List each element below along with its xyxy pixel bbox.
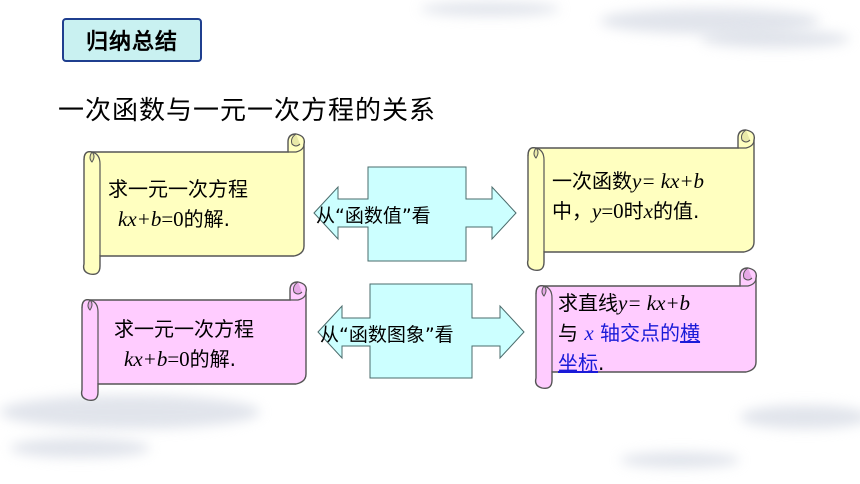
row2-right-line2: 与 x 轴交点的横: [558, 318, 700, 348]
summary-badge: 归纳总结: [62, 18, 202, 62]
text-part: 的值.: [653, 199, 700, 223]
function-expr: y= kx+b: [632, 169, 705, 193]
row1-right-line2: 中，y=0时x的值.: [552, 196, 704, 226]
scroll-shape: [526, 129, 756, 272]
background-cloud: [700, 30, 850, 48]
highlight-word: 坐标: [558, 351, 598, 375]
row2-left-text: 求一元一次方程 kx+b=0的解.: [114, 314, 254, 374]
row1-connector: 从“函数值”看: [312, 165, 518, 263]
equation-tail: 的解.: [189, 347, 237, 371]
row1-left-line1: 求一元一次方程: [108, 177, 248, 201]
text-part: .: [598, 351, 605, 375]
text-part: 一次函数: [552, 169, 632, 193]
page-heading: 一次函数与一元一次方程的关系: [58, 96, 437, 126]
row2-right-line1: 求直线y= kx+b: [558, 288, 700, 318]
row2-left-scroll: 求一元一次方程 kx+b=0的解.: [76, 280, 312, 404]
row1-right-scroll: 一次函数y= kx+b 中，y=0时x的值.: [522, 126, 760, 274]
num-zero: =0: [601, 199, 624, 223]
row1-left-scroll: 求一元一次方程 kx+b=0的解.: [78, 130, 310, 278]
equation-tail: 的解.: [183, 207, 231, 231]
equation-num: =0: [161, 207, 184, 231]
row2-connector-label: 从“函数图象”看: [320, 324, 454, 346]
equation-expr: kx+b: [118, 207, 162, 231]
scroll-shape: [534, 267, 758, 390]
row2-connector: 从“函数图象”看: [316, 282, 526, 380]
row1-connector-label: 从“函数值”看: [316, 205, 431, 227]
row1-right-line1: 一次函数y= kx+b: [552, 166, 704, 196]
row1-left-text: 求一元一次方程 kx+b=0的解.: [108, 174, 248, 234]
row2-left-equation: kx+b=0的解.: [114, 344, 254, 374]
equation-num: =0: [167, 347, 190, 371]
row2-right-text: 求直线y= kx+b 与 x 轴交点的横 坐标.: [558, 288, 700, 378]
var-y: y: [592, 199, 602, 223]
text-part: 与: [558, 321, 578, 345]
text-part: 求直线: [558, 291, 618, 315]
equation-expr: kx+b: [124, 347, 168, 371]
row2-right-line3: 坐标.: [558, 348, 700, 378]
axis-text: 轴交点的: [600, 321, 681, 345]
row2-left-line1: 求一元一次方程: [114, 317, 254, 341]
background-cloud: [10, 438, 150, 458]
background-cloud: [600, 8, 820, 34]
row1-left-equation: kx+b=0的解.: [108, 204, 248, 234]
var-x: x: [643, 199, 653, 223]
text-part: 时: [623, 199, 644, 223]
highlight-word: 横: [680, 321, 701, 345]
row2-right-scroll: 求直线y= kx+b 与 x 轴交点的横 坐标.: [530, 266, 762, 392]
scroll-shape: [82, 133, 306, 276]
function-expr: y= kx+b: [618, 291, 691, 315]
row1-right-text: 一次函数y= kx+b 中，y=0时x的值.: [552, 166, 704, 226]
text-part: 中，: [552, 199, 592, 223]
scroll-shape: [80, 281, 308, 402]
double-arrow-shape: [317, 283, 525, 379]
background-cloud: [740, 405, 860, 429]
background-cloud: [0, 395, 260, 429]
background-cloud: [420, 2, 560, 16]
double-arrow-shape: [313, 166, 517, 262]
background-cloud: [620, 452, 740, 468]
var-x: x: [584, 321, 594, 345]
